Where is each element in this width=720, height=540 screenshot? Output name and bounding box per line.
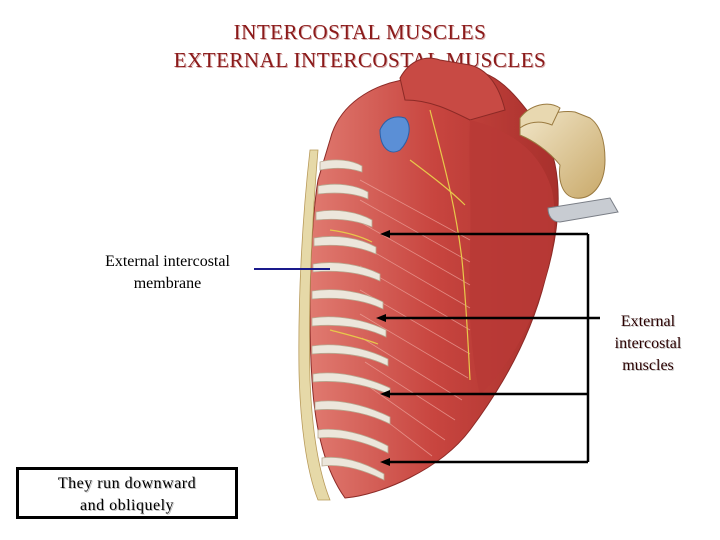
title-line-1: INTERCOSTAL MUSCLES xyxy=(233,20,487,44)
membrane-label-line-1: External intercostal xyxy=(105,253,230,270)
serratus-region xyxy=(469,120,555,395)
costal-cartilage xyxy=(298,149,331,501)
muscle-pointer-arrowheads xyxy=(376,230,390,466)
title-line-2: EXTERNAL INTERCOSTAL MUSCLES xyxy=(173,48,547,72)
neck-muscle xyxy=(399,57,506,121)
muscles-label: External intercostal muscles xyxy=(600,311,696,377)
subclavian-vein xyxy=(379,116,410,153)
membrane-label-line-2: membrane xyxy=(133,275,202,292)
membrane-label: External intercostal membrane xyxy=(80,251,255,295)
muscles-label-line-3: muscles xyxy=(622,357,674,374)
muscle-pointer-bracket xyxy=(380,232,600,464)
retractor xyxy=(547,197,619,223)
note-line-2: and obliquely xyxy=(79,497,175,514)
ribs xyxy=(311,159,391,481)
muscles-label-line-1: External xyxy=(620,313,676,330)
muscles-label-line-2: intercostal xyxy=(614,335,682,352)
acromion xyxy=(519,103,561,129)
direction-note-box: They run downward and obliquely xyxy=(16,467,238,519)
nerves xyxy=(329,109,471,381)
note-line-1: They run downward xyxy=(57,475,197,492)
clavicle xyxy=(519,111,606,199)
